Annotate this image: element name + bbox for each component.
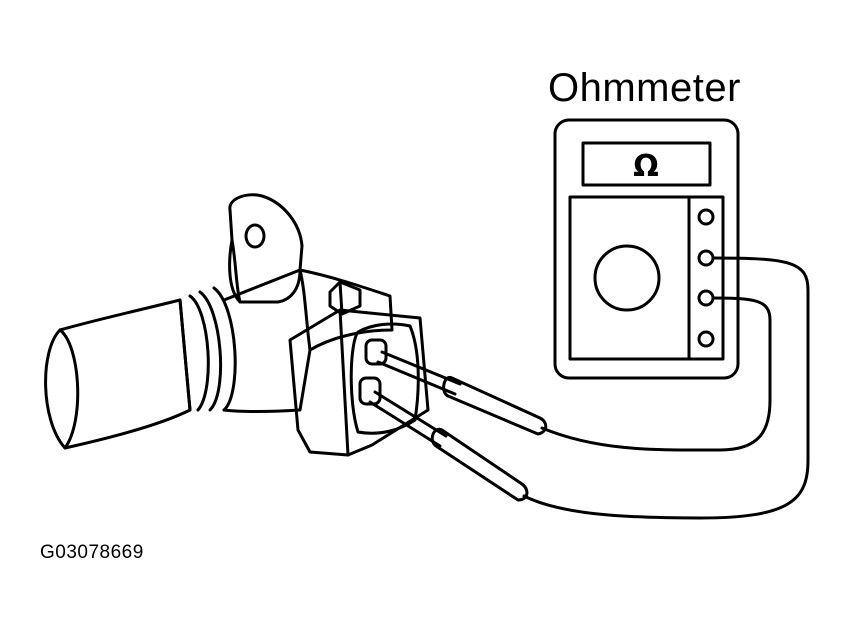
terminal-3[interactable] <box>697 289 715 307</box>
ohmmeter-display <box>581 141 712 187</box>
crank-sensor <box>44 193 430 457</box>
probe-upper <box>442 375 548 436</box>
connector-pin-upper <box>364 338 388 366</box>
ohm-symbol: Ω <box>633 149 659 184</box>
test-lead-1 <box>540 296 772 452</box>
test-probes <box>368 350 548 502</box>
mounting-hole <box>244 223 266 249</box>
connector-pin-lower <box>358 376 382 406</box>
probe-lower <box>430 427 529 502</box>
terminal-1[interactable] <box>697 208 715 226</box>
terminal-2[interactable] <box>697 249 715 267</box>
ohmmeter-panel <box>568 195 725 361</box>
sensor-housing <box>222 268 394 413</box>
selector-dial[interactable] <box>593 244 661 312</box>
mounting-flange <box>228 193 304 304</box>
ohmmeter-body <box>553 118 740 380</box>
figure-code: G03078669 <box>40 542 144 563</box>
connector-shell <box>288 308 430 457</box>
test-lead-2 <box>522 256 810 520</box>
sensor-tip <box>44 298 192 450</box>
terminal-4[interactable] <box>697 330 715 348</box>
ohmmeter <box>553 118 740 380</box>
meter-title: Ohmmeter <box>548 66 741 110</box>
